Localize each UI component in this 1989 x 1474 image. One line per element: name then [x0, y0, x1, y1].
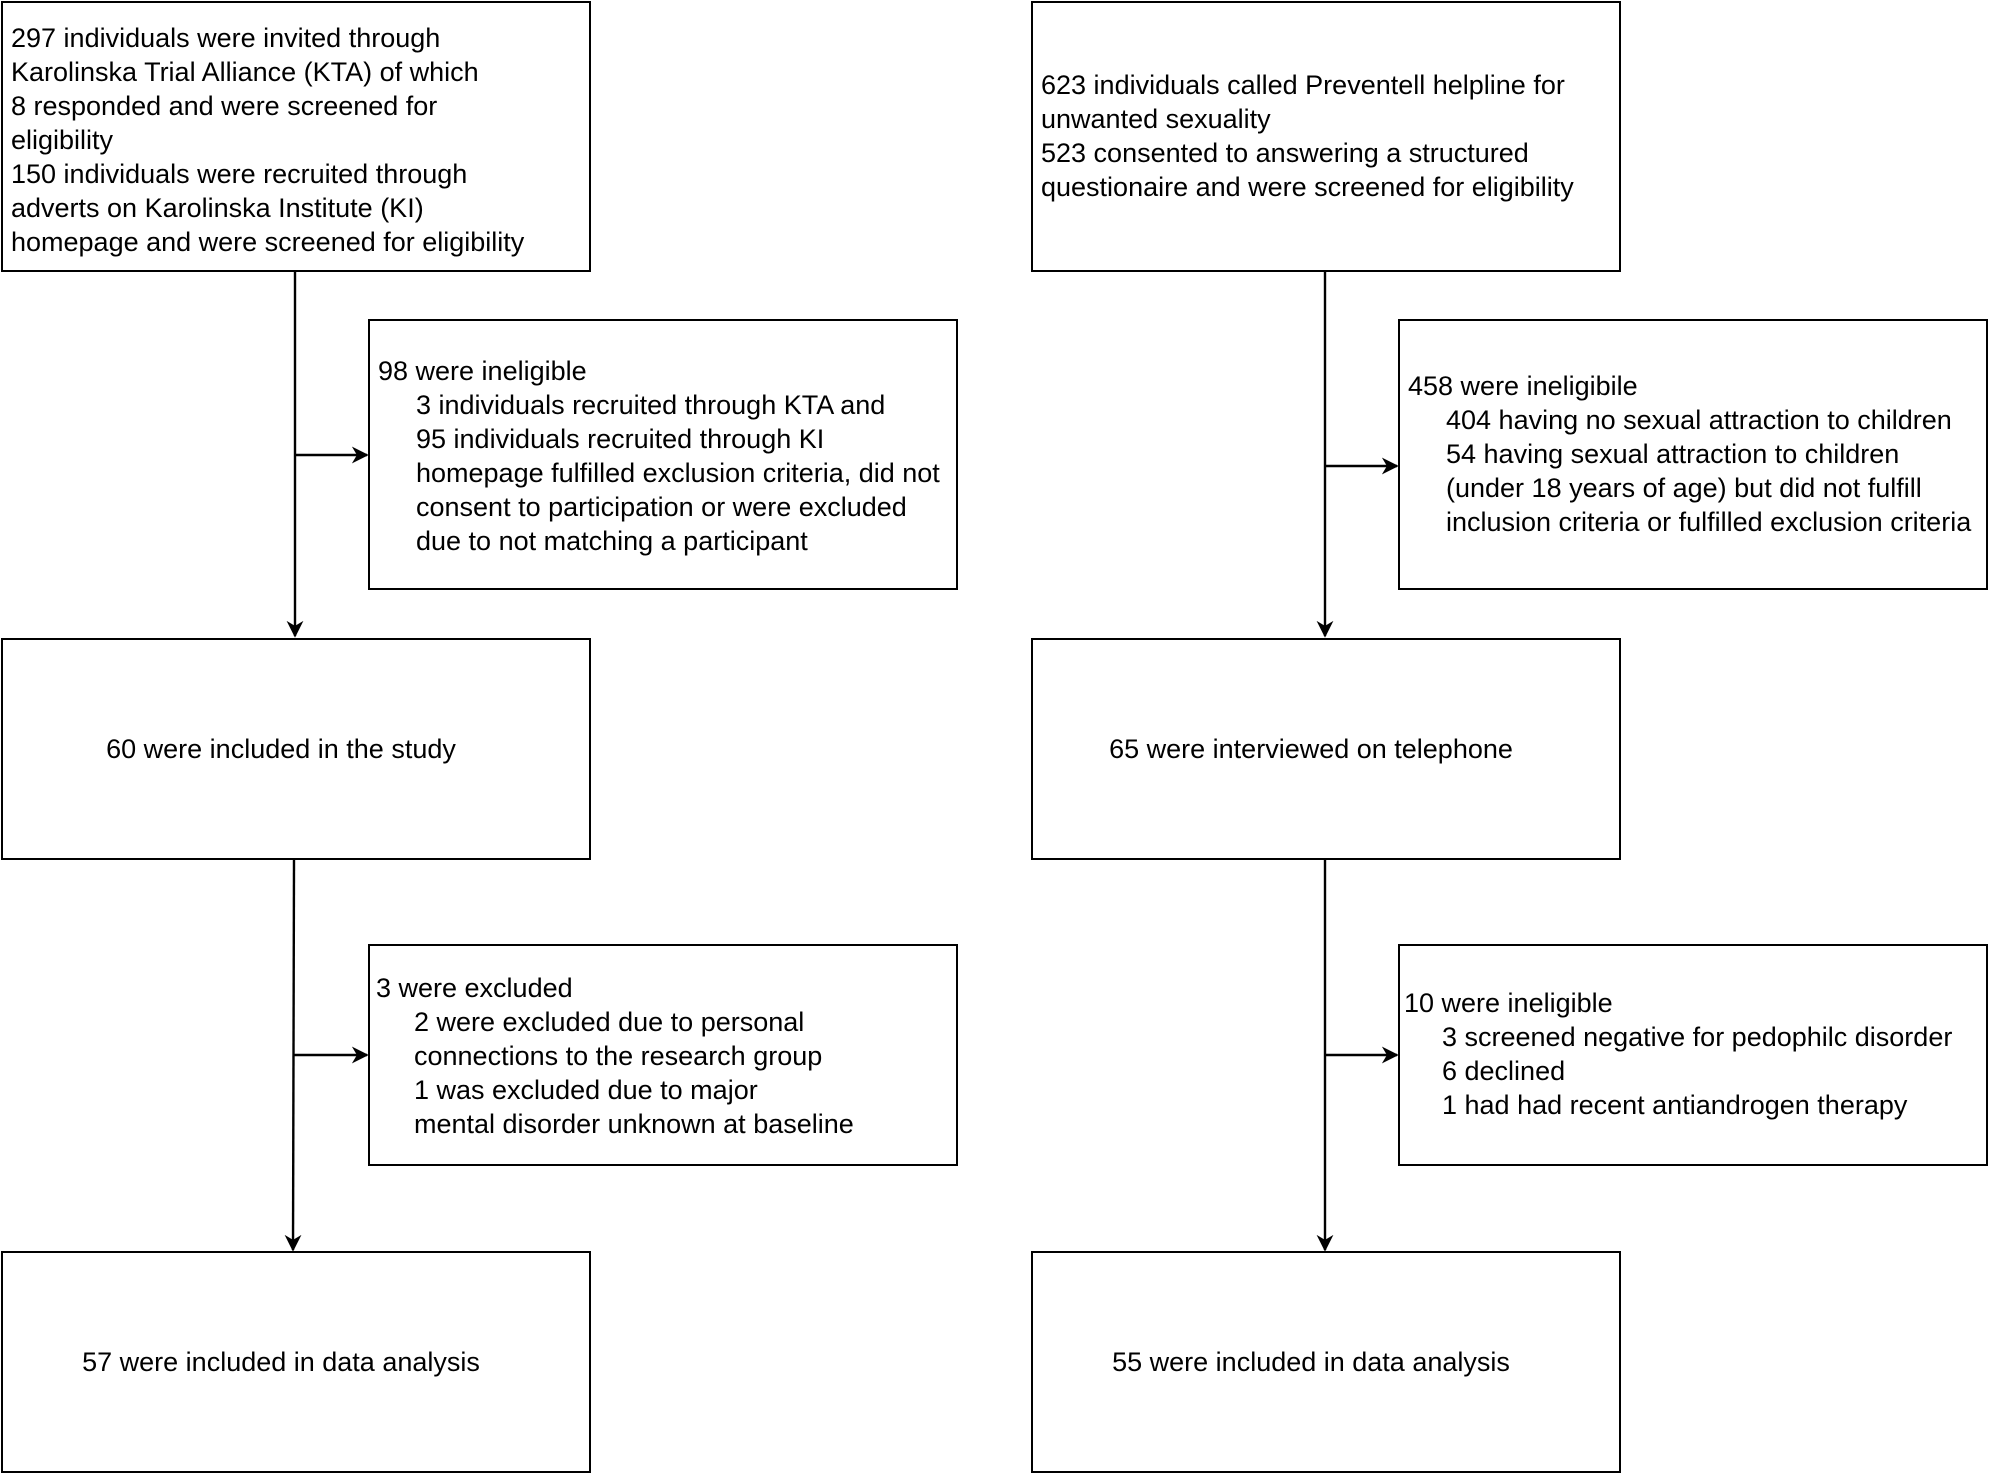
text-line: 6 declined: [1442, 1056, 1566, 1086]
box-heading: 98 were ineligible: [378, 356, 587, 386]
text-line: mental disorder unknown at baseline: [414, 1109, 854, 1139]
text-line: adverts on Karolinska Institute (KI): [11, 193, 424, 223]
box-text: 57 were included in data analysis: [82, 1347, 480, 1377]
text-line: 523 consented to answering a structured: [1041, 138, 1529, 168]
text-line: 623 individuals called Preventell helpli…: [1041, 70, 1565, 100]
box-text: 55 were included in data analysis: [1112, 1347, 1510, 1377]
right-analysis-box: 55 were included in data analysis: [1031, 1251, 1621, 1473]
text-line: 1 had had recent antiandrogen therapy: [1442, 1090, 1908, 1120]
right-interviewed-box: 65 were interviewed on telephone: [1031, 638, 1621, 860]
text-line: (under 18 years of age) but did not fulf…: [1446, 473, 1922, 503]
text-line: due to not matching a participant: [416, 526, 808, 556]
text-line: 1 was excluded due to major: [414, 1075, 758, 1105]
text-line: homepage and were screened for eligibili…: [11, 227, 525, 257]
right-recruitment-box: 623 individuals called Preventell helpli…: [1031, 1, 1621, 272]
text-line: 3 screened negative for pedophilc disord…: [1442, 1022, 1953, 1052]
box-heading: 458 were ineligibile: [1408, 371, 1638, 401]
left-analysis-box: 57 were included in data analysis: [1, 1251, 591, 1473]
text-line: 404 having no sexual attraction to child…: [1446, 405, 1952, 435]
box-text: 60 were included in the study: [106, 734, 456, 764]
left-excluded-box: 3 were excluded 2 were excluded due to p…: [368, 944, 958, 1166]
text-line: 297 individuals were invited through: [11, 23, 441, 53]
left-included-box: 60 were included in the study: [1, 638, 591, 860]
text-line: Karolinska Trial Alliance (KTA) of which: [11, 57, 479, 87]
text-line: inclusion criteria or fulfilled exclusio…: [1446, 507, 1972, 537]
left-recruitment-box: 297 individuals were invited through Kar…: [1, 1, 591, 272]
text-line: eligibility: [11, 125, 114, 155]
text-line: unwanted sexuality: [1041, 104, 1271, 134]
box-text: 65 were interviewed on telephone: [1109, 734, 1513, 764]
box-heading: 10 were ineligible: [1404, 988, 1613, 1018]
text-line: 150 individuals were recruited through: [11, 159, 468, 189]
box-heading: 3 were excluded: [376, 973, 573, 1003]
text-line: homepage fulfilled exclusion criteria, d…: [416, 458, 940, 488]
right-ineligible-box: 458 were ineligibile 404 having no sexua…: [1398, 319, 1988, 590]
text-line: 2 were excluded due to personal: [414, 1007, 805, 1037]
left-arrow-included-to-analysis: [284, 859, 302, 1252]
text-line: 3 individuals recruited through KTA and: [416, 390, 886, 420]
text-line: 95 individuals recruited through KI: [416, 424, 825, 454]
text-line: 8 responded and were screened for: [11, 91, 438, 121]
right-ineligible-2-box: 10 were ineligible 3 screened negative f…: [1398, 944, 1988, 1166]
text-line: consent to participation or were exclude…: [416, 492, 907, 522]
left-ineligible-box: 98 were ineligible 3 individuals recruit…: [368, 319, 958, 590]
text-line: connections to the research group: [414, 1041, 823, 1071]
text-line: questionaire and were screened for eligi…: [1041, 172, 1574, 202]
text-line: 54 having sexual attraction to children: [1446, 439, 1900, 469]
